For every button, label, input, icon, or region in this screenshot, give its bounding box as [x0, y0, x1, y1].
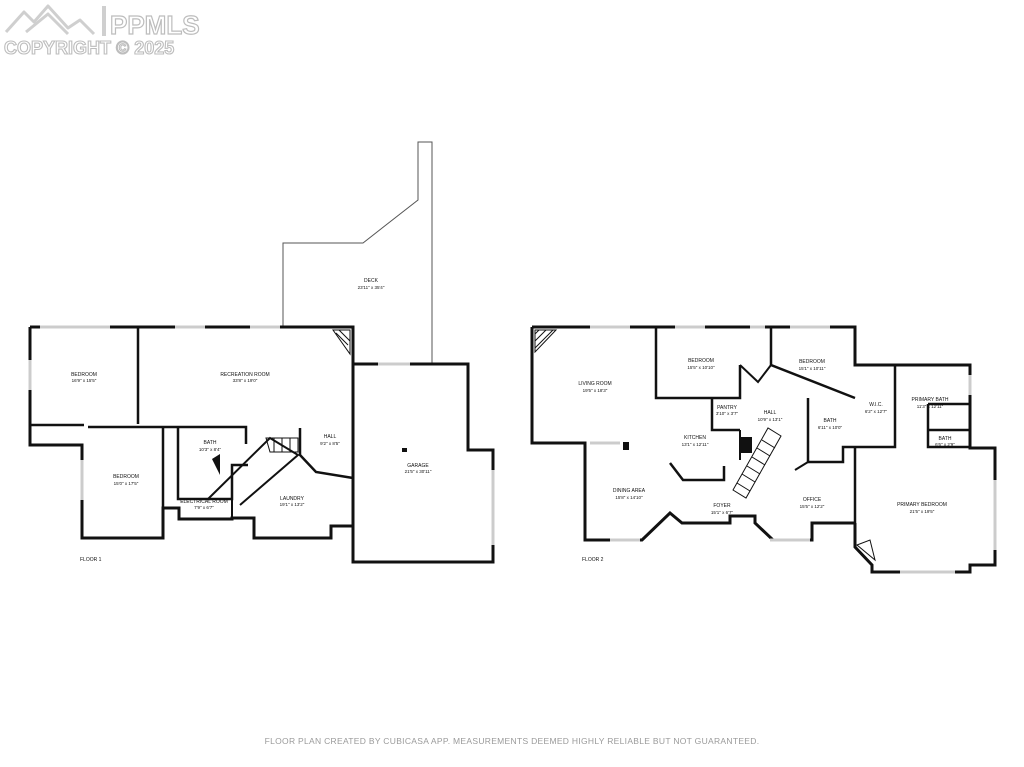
room-bedroom-4-dims: 15'1" x 10'11": [799, 366, 826, 371]
floor-1: DECK 23'11" x 35'4" BEDROOM 16'9" x 15'5…: [28, 141, 495, 564]
room-bedroom-2-dims: 15'0" x 17'5": [114, 481, 139, 486]
room-bedroom-3-name: BEDROOM: [688, 358, 714, 364]
room-primary-bedroom-dims: 21'5" x 19'5": [910, 509, 935, 514]
deck-outline: [282, 141, 433, 364]
room-laundry-dims: 19'1" x 13'2": [280, 502, 305, 507]
room-bath-name: BATH: [204, 440, 217, 446]
floor2-exterior-wall: [532, 325, 997, 574]
room-bath-2-dims: 6'11" x 10'0": [818, 425, 843, 430]
room-bedroom-4-name: BEDROOM: [799, 359, 825, 365]
room-bath-3-name: BATH: [939, 436, 952, 442]
room-electrical-name: ELECTRICAL ROOM: [180, 499, 228, 505]
room-kitchen-name: KITCHEN: [684, 435, 706, 441]
room-garage-dims: 21'5" x 30'11": [405, 469, 432, 474]
room-hall-name: HALL: [324, 434, 337, 440]
room-foyer-dims: 15'1" x 6'7": [711, 510, 734, 515]
room-recreation-dims: 33'8" x 19'0": [233, 378, 258, 383]
room-pantry-name: PANTRY: [717, 405, 737, 411]
room-primary-bedroom-name: PRIMARY BEDROOM: [897, 502, 947, 508]
floor-1-label: FLOOR 1: [80, 557, 102, 563]
room-living-dims: 19'5" x 18'3": [583, 388, 608, 393]
room-bedroom-dims: 16'9" x 15'5": [72, 378, 97, 383]
room-hall-2-name: HALL: [764, 410, 777, 416]
room-primary-bath-dims: 11'3" x 12'11": [917, 404, 944, 409]
watermark-brand: PPMLS: [110, 10, 200, 40]
room-wic-dims: 6'2" x 12'7": [865, 409, 888, 414]
room-bedroom-name: BEDROOM: [71, 372, 97, 378]
floor1-exterior-wall: [30, 325, 495, 564]
room-hall-2-dims: 10'9" x 13'1": [758, 417, 783, 422]
room-bedroom-3-dims: 15'5" x 10'10": [687, 365, 715, 370]
room-office-dims: 15'5" x 12'2": [800, 504, 825, 509]
room-dining-name: DINING AREA: [613, 488, 646, 494]
room-deck-dims: 23'11" x 35'4": [358, 285, 385, 290]
room-wic-name: W.I.C.: [869, 402, 883, 408]
room-bath-dims: 10'3" x 8'4": [199, 447, 222, 452]
room-pantry-dims: 3'10" x 3'7": [716, 411, 739, 416]
room-kitchen-dims: 13'1" x 12'11": [682, 442, 709, 447]
ppmls-watermark-logo: PPMLS COPYRIGHT © 2025: [3, 4, 200, 58]
room-hall-dims: 9'2" x 8'5": [320, 441, 340, 446]
room-dining-dims: 15'8" x 14'10": [615, 495, 643, 500]
watermark-copyright: COPYRIGHT © 2025: [4, 38, 174, 58]
room-office-name: OFFICE: [803, 497, 822, 503]
floor-2: LIVING ROOM 19'5" x 18'3" BEDROOM 15'5" …: [530, 325, 997, 574]
room-recreation-name: RECREATION ROOM: [220, 372, 269, 378]
disclaimer-footer: FLOOR PLAN CREATED BY CUBICASA APP. MEAS…: [264, 736, 760, 746]
room-bath-2-name: BATH: [824, 418, 837, 424]
room-living-name: LIVING ROOM: [578, 381, 611, 387]
floor-2-label: FLOOR 2: [582, 557, 604, 563]
room-primary-bath-name: PRIMARY BATH: [912, 397, 949, 403]
room-garage-name: GARAGE: [407, 463, 429, 469]
room-laundry-name: LAUNDRY: [280, 496, 304, 502]
room-deck-name: DECK: [364, 278, 379, 284]
room-foyer-name: FOYER: [713, 503, 731, 509]
room-electrical-dims: 7'9" x 6'7": [194, 505, 214, 510]
room-bath-3-dims: 6'6" x 2'9": [935, 442, 955, 447]
room-bedroom-2-name: BEDROOM: [113, 474, 139, 480]
